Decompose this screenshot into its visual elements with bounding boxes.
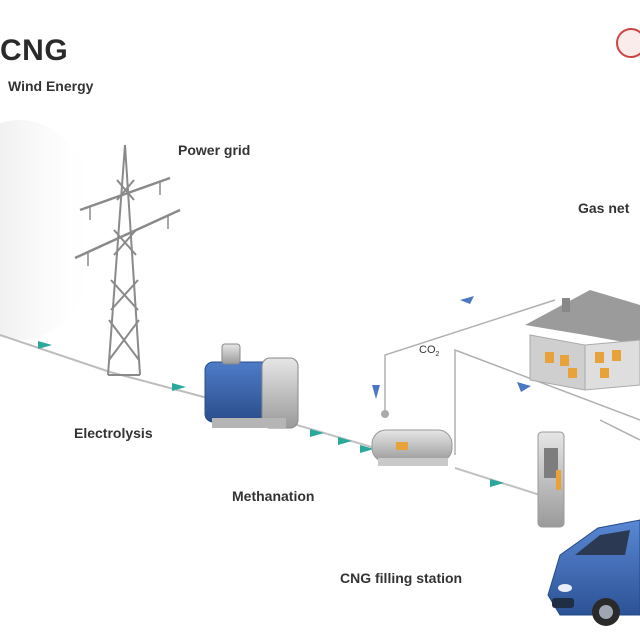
cng-filling-heading: CNG filling station bbox=[340, 570, 463, 586]
reactor-stand bbox=[378, 458, 448, 466]
tank-top bbox=[221, 343, 241, 365]
house-wall-side bbox=[584, 339, 640, 391]
methanation-heading: Methanation bbox=[232, 488, 315, 504]
electrolysis-label: Electrolysis bbox=[74, 425, 244, 441]
reactor-valve bbox=[381, 410, 389, 418]
gas-network-pipe-2 bbox=[599, 419, 640, 441]
power-grid-heading: Power grid bbox=[178, 142, 251, 158]
chimney bbox=[562, 298, 570, 312]
car bbox=[547, 519, 640, 626]
power-grid-label: Power grid bbox=[178, 142, 328, 158]
house-window bbox=[612, 350, 621, 361]
haze bbox=[0, 120, 100, 340]
reactor-body bbox=[371, 429, 453, 463]
wind-energy-heading: Wind Energy bbox=[8, 78, 94, 94]
tank-base bbox=[212, 418, 286, 428]
wind-energy-label: Wind Energy bbox=[8, 78, 208, 94]
car-windshield bbox=[575, 530, 630, 555]
brand-seal-icon bbox=[616, 28, 640, 58]
house-window bbox=[568, 368, 577, 378]
gas-network-pipe bbox=[454, 348, 640, 455]
flow-arrow bbox=[517, 382, 531, 392]
cng-filling-label: CNG filling station bbox=[340, 570, 520, 586]
car-wheel-hub bbox=[599, 605, 613, 619]
house-window bbox=[545, 352, 554, 363]
gas-network-label: Gas net bbox=[578, 200, 640, 216]
flow-arrow bbox=[490, 479, 504, 487]
co2-label: CO2 bbox=[419, 344, 439, 358]
tank-cap bbox=[261, 357, 299, 429]
gas-network-heading: Gas net bbox=[578, 200, 630, 216]
column-panel bbox=[544, 448, 558, 478]
co2-sub: 2 bbox=[435, 351, 440, 359]
diagram-title: CNG bbox=[0, 34, 69, 67]
flow-arrow bbox=[172, 383, 186, 391]
co2-pipe bbox=[384, 299, 556, 410]
reactor-label bbox=[396, 442, 408, 450]
flow-arrow bbox=[372, 385, 380, 399]
methanation-reactor bbox=[371, 410, 453, 466]
car-headlight bbox=[558, 584, 572, 592]
co2-main: CO bbox=[419, 344, 436, 356]
house-wall-front bbox=[529, 334, 586, 391]
flow-arrow bbox=[360, 445, 374, 453]
electrolysis-heading: Electrolysis bbox=[74, 425, 153, 441]
flow-arrow bbox=[38, 341, 52, 349]
column-light bbox=[556, 470, 561, 490]
methanation-label: Methanation bbox=[232, 488, 442, 504]
flow-arrow bbox=[310, 429, 324, 437]
flow-arrow bbox=[338, 437, 352, 445]
cng-filling-column bbox=[537, 431, 565, 528]
flow-arrows bbox=[38, 341, 504, 487]
power-pylon bbox=[74, 144, 181, 376]
car-grille bbox=[552, 598, 574, 608]
electrolysis-tank bbox=[204, 343, 299, 429]
power-line-cable bbox=[0, 334, 216, 401]
house-window bbox=[600, 368, 609, 378]
flow-arrow bbox=[460, 296, 474, 304]
house bbox=[525, 290, 640, 391]
house-window bbox=[560, 355, 569, 366]
gas-flow-arrows bbox=[372, 296, 531, 399]
house-roof bbox=[525, 290, 640, 345]
house-window bbox=[595, 352, 604, 363]
